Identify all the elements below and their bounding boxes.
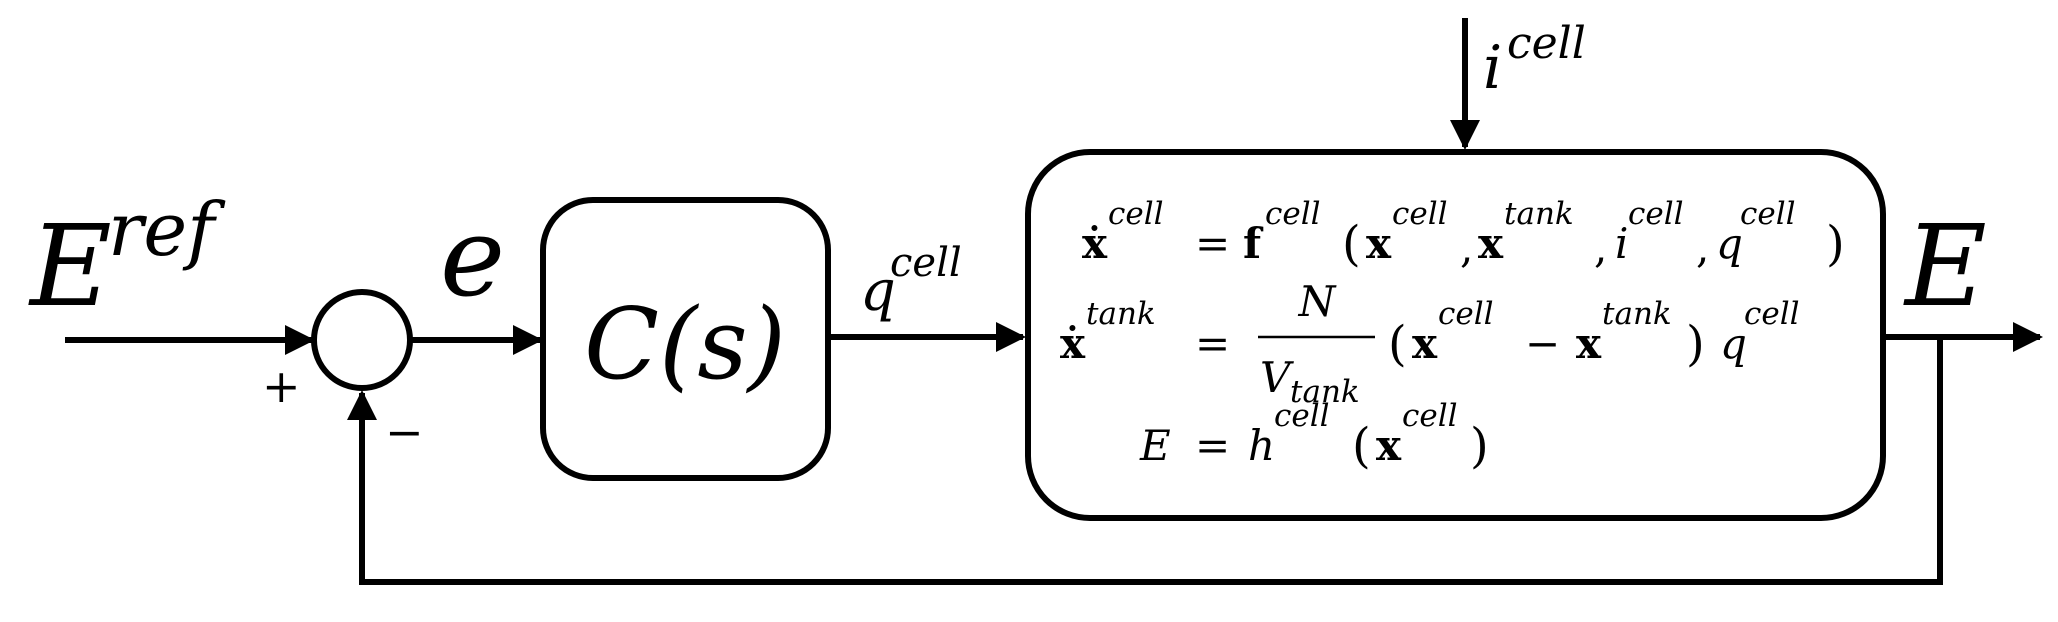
plant-equation-state-cell: ẋ cell = f cell ( x cell , x tank , i ce… [1082,196,1845,272]
q-sup: cell [890,240,962,286]
eq2-q-sup: cell [1744,296,1800,332]
controller-label: C(s) [584,288,786,402]
eq3-h-sup: cell [1274,398,1330,434]
eq2-b-base: x [1576,319,1602,368]
eq2-minus: − [1525,319,1560,368]
eq1-arg1-sup: cell [1392,196,1448,232]
eq1-arg2-sup: tank [1504,196,1574,232]
plant-equation-output: E = h cell ( x cell ) [1139,398,1489,474]
eq2-q-base: q [1720,319,1747,368]
eq2-close-paren: ) [1686,316,1705,372]
eq1-arg4-base: q [1716,219,1743,268]
reference-signal-label: E ref [28,187,226,332]
eq3-close-paren: ) [1470,418,1489,474]
eq1-arg3-base: i [1615,219,1628,268]
eq1-equals: = [1195,219,1230,268]
disturbance-label: i cell [1483,18,1586,103]
eq1-arg3-sup: cell [1628,196,1684,232]
output-label: E [1903,202,1987,332]
eq3-open-paren: ( [1352,418,1371,474]
eref-sup: ref [108,187,226,273]
plant-equation-state-tank: ẋ tank = N V tank ( x cell − x tank ) q … [1060,277,1800,410]
i-sup: cell [1507,18,1586,69]
eq1-f-sup: cell [1265,196,1321,232]
eq1-open-paren: ( [1342,216,1361,272]
eq2-a-sup: cell [1438,296,1494,332]
eq2-lhs-base: ẋ [1060,319,1086,368]
eq1-close-paren: ) [1826,216,1845,272]
eq3-x-base: x [1376,421,1402,470]
eq2-fraction-numerator: N [1298,277,1337,326]
eq1-lhs-sup: cell [1108,196,1164,232]
eq1-comma-3: , [1696,223,1709,272]
eq3-equals: = [1195,421,1230,470]
eq2-denominator-base: V [1260,353,1294,402]
eq1-comma-2: , [1594,223,1607,272]
plus-sign: + [262,359,301,413]
eq2-a-base: x [1412,319,1438,368]
error-label: e [440,193,505,321]
eq3-x-sup: cell [1402,398,1458,434]
i-base: i [1483,33,1502,103]
eq2-open-paren: ( [1388,316,1407,372]
eq2-lhs-sup: tank [1086,296,1156,332]
feedback-path [347,337,1943,585]
eq1-arg4-sup: cell [1740,196,1796,232]
eq1-comma-1: , [1460,223,1473,272]
eq2-denominator-sub: tank [1290,374,1360,410]
eq2-equals: = [1195,319,1230,368]
eq1-arg2-base: x [1478,219,1504,268]
control-signal-label: q cell [860,240,962,324]
eq1-lhs-base: ẋ [1082,219,1108,268]
eq2-b-sup: tank [1602,296,1672,332]
eq3-lhs: E [1139,421,1171,470]
minus-sign: − [385,405,424,459]
eref-base: E [28,202,112,332]
summing-junction [311,289,413,391]
eq1-f-base: f [1243,219,1264,268]
eq1-arg1-base: x [1366,219,1392,268]
q-base: q [860,259,896,324]
eq3-h-base: h [1248,421,1275,470]
